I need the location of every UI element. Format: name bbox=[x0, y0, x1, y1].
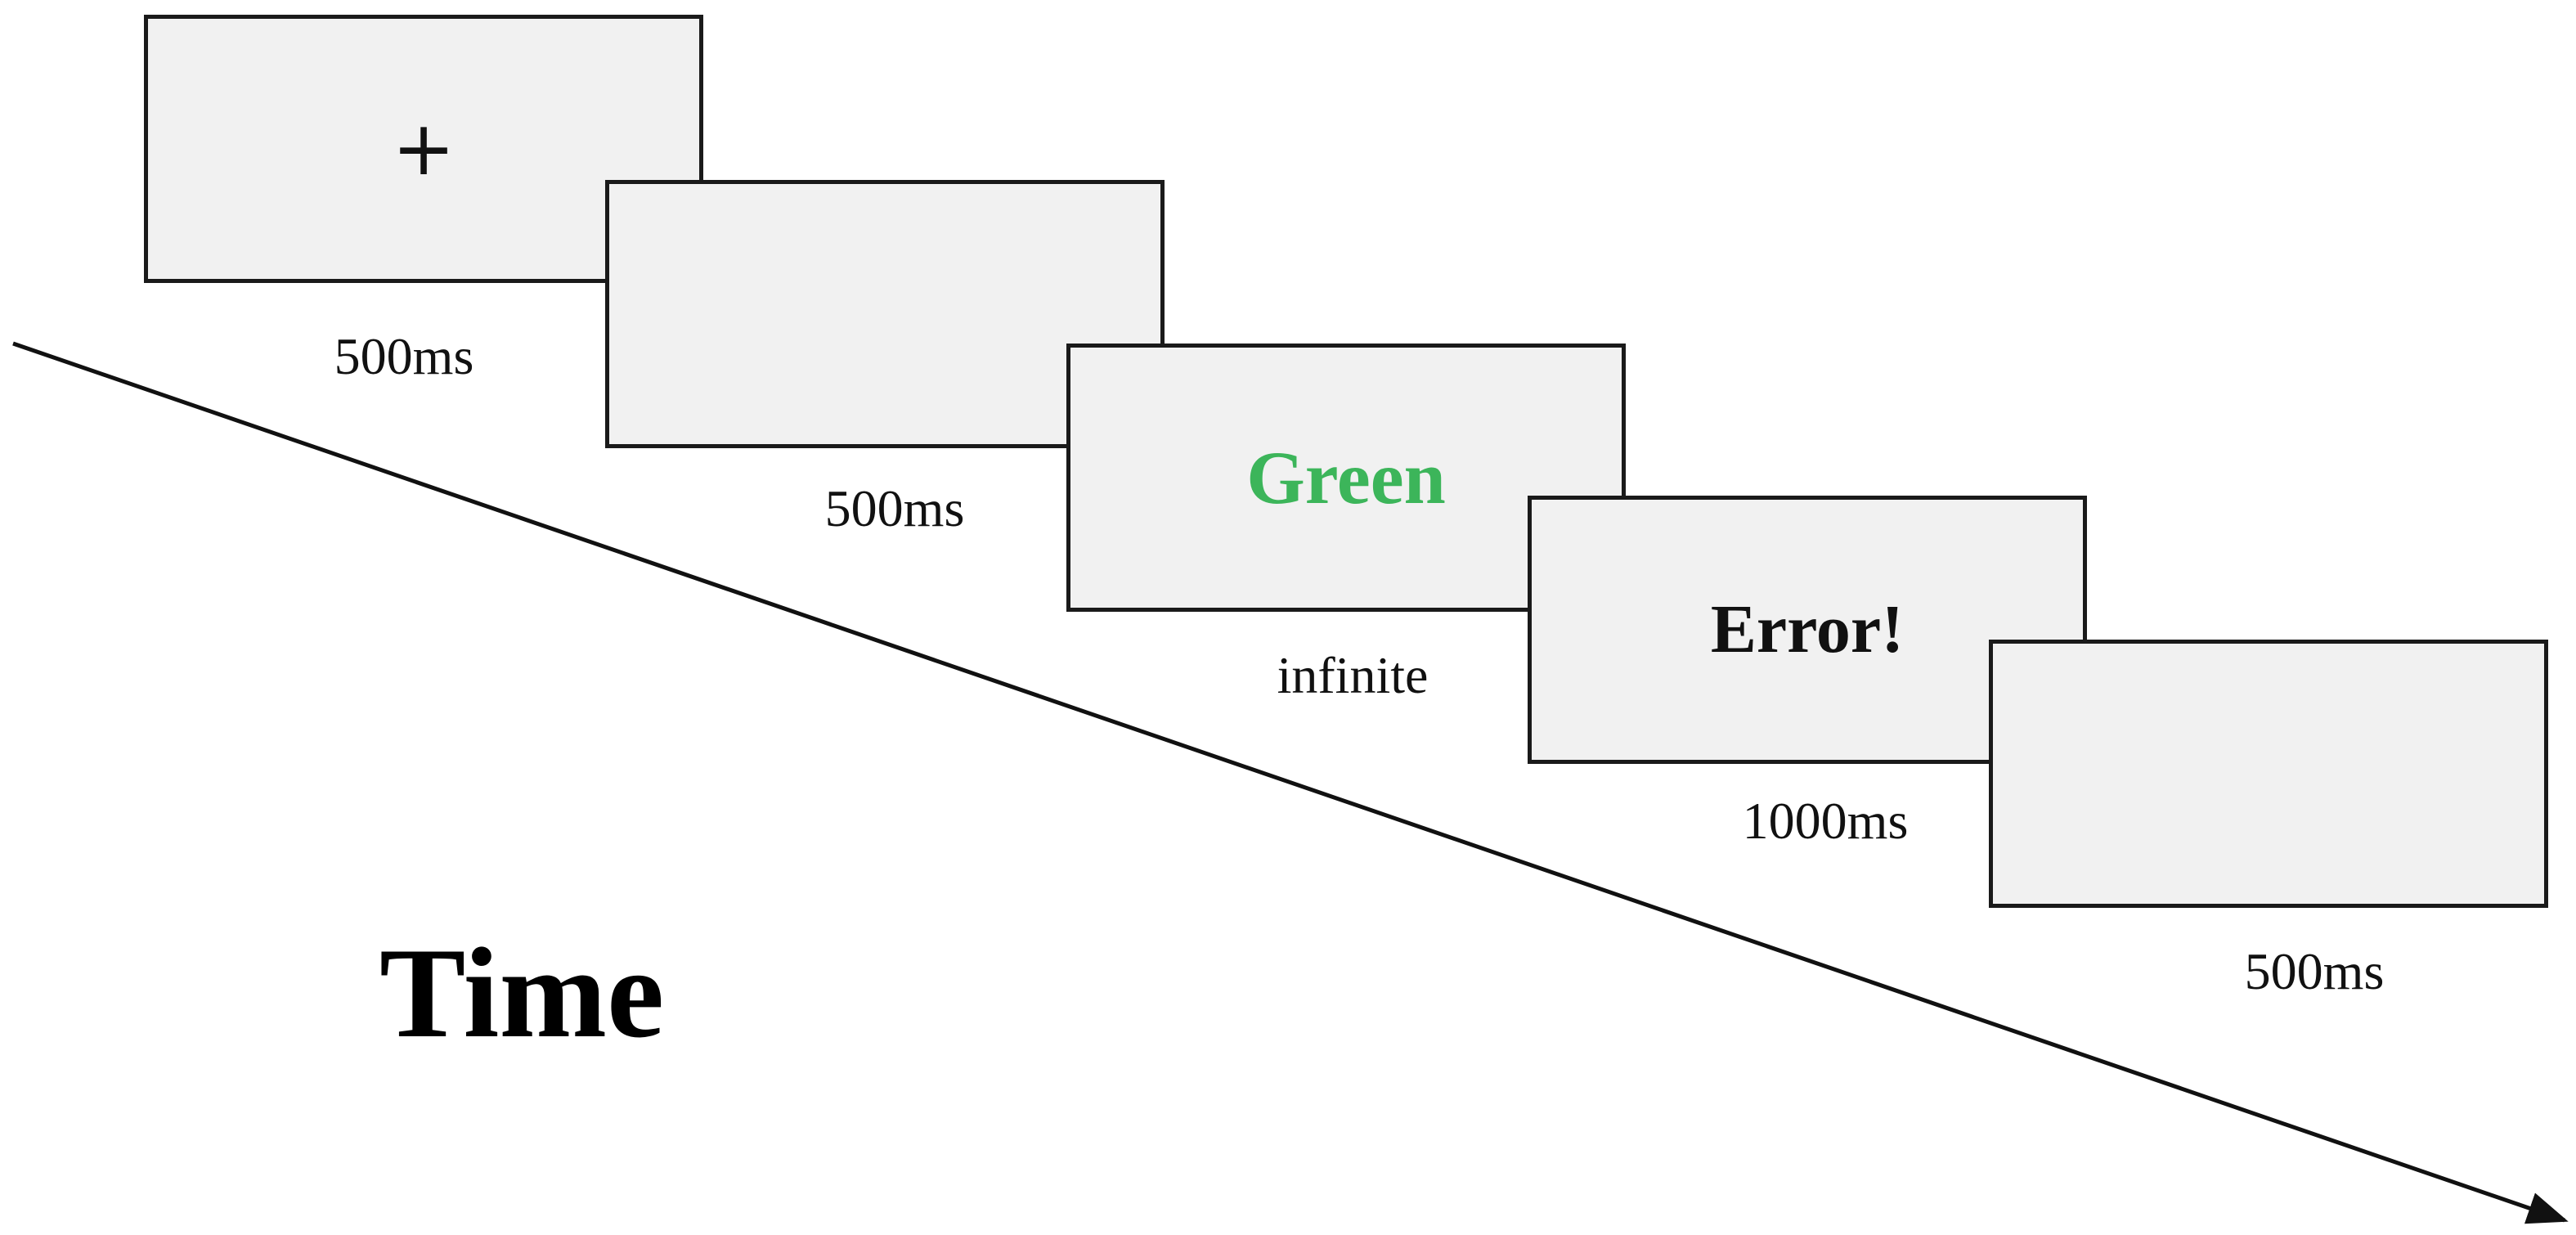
iti-screen bbox=[1989, 640, 2548, 908]
fixation-cross: + bbox=[392, 105, 456, 192]
fixation-duration-label: 500ms bbox=[334, 327, 474, 385]
iti-duration-label: 500ms bbox=[2244, 942, 2385, 1000]
stimulus-word: Green bbox=[1246, 436, 1446, 519]
stimulus-duration-label: infinite bbox=[1277, 646, 1429, 704]
error-message: Error! bbox=[1710, 591, 1905, 667]
time-arrow-line bbox=[12, 341, 2569, 1224]
blank-duration-label: 500ms bbox=[824, 479, 965, 537]
time-axis-label: Time bbox=[379, 922, 665, 1065]
feedback-duration-label: 1000ms bbox=[1742, 792, 1909, 850]
